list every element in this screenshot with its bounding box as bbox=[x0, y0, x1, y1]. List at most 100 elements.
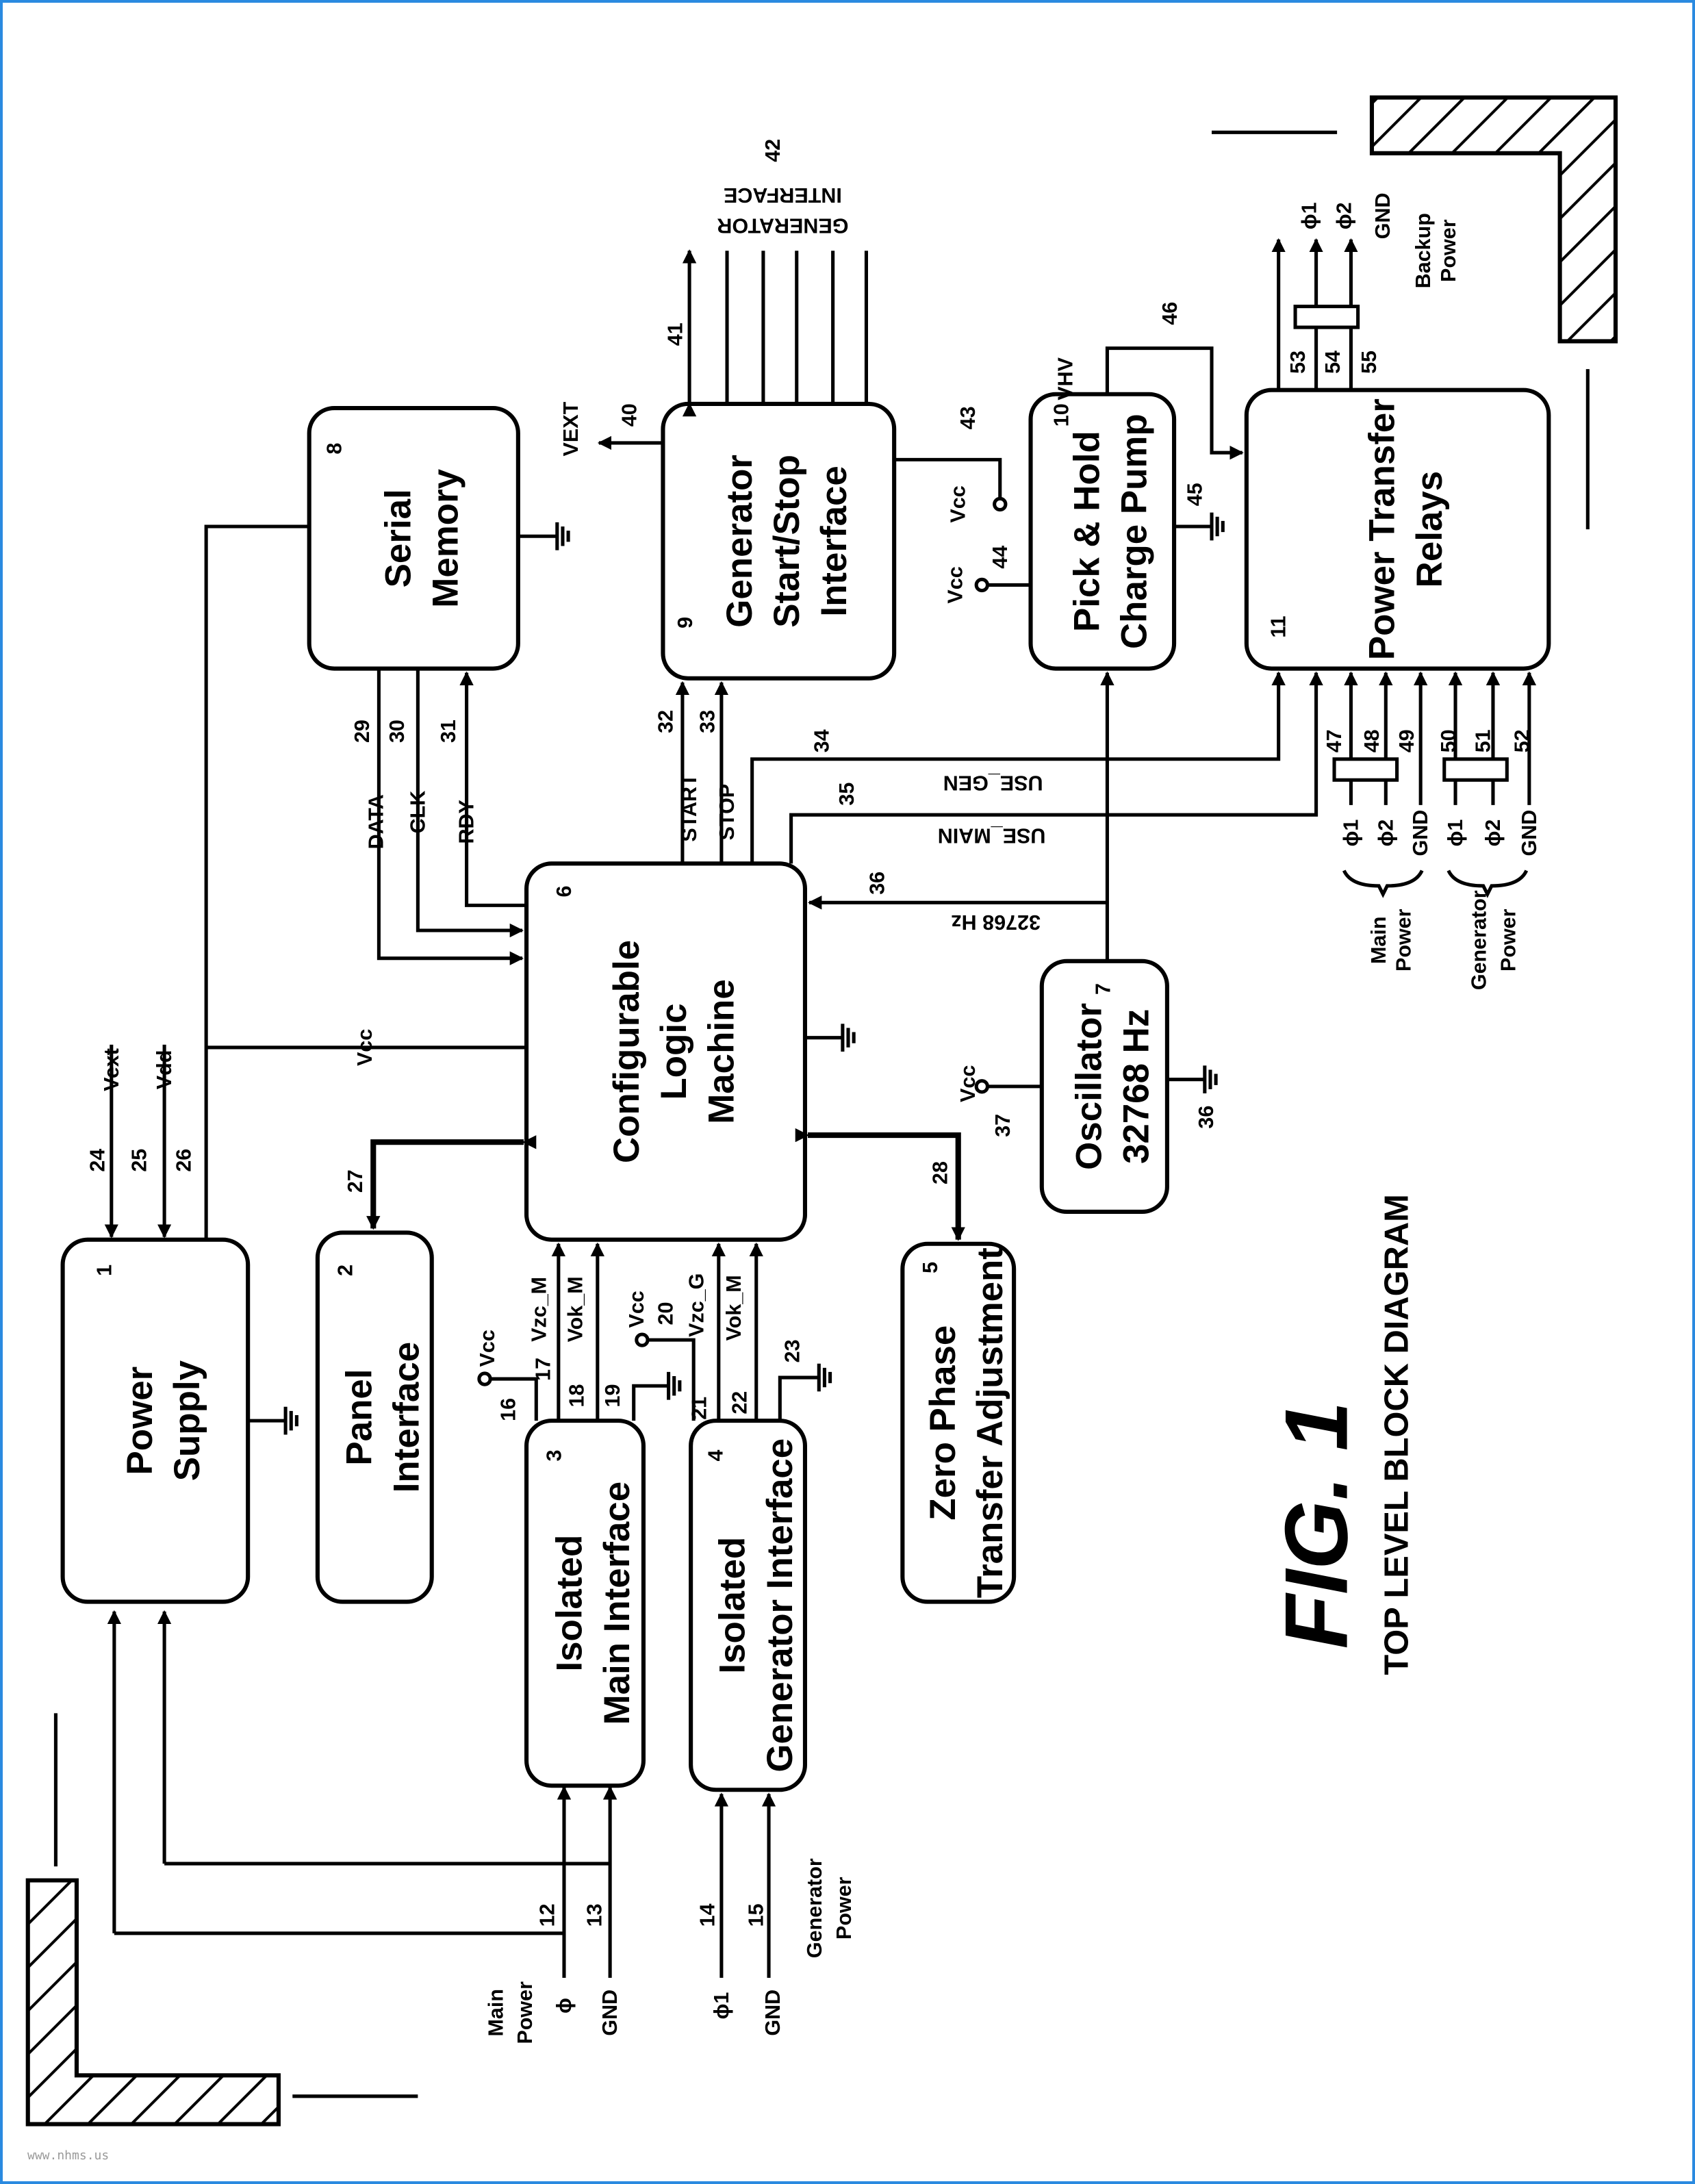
power-supply-label: Power bbox=[120, 1367, 160, 1475]
serial-memory-supply bbox=[204, 524, 309, 1240]
r36a-label: 36 bbox=[866, 872, 889, 895]
terminal-icon bbox=[993, 496, 1008, 512]
rdy-label: RDY bbox=[455, 800, 479, 843]
ground-icon bbox=[817, 1363, 832, 1392]
relay-gen-gnd-label: GND bbox=[1518, 810, 1541, 856]
backup-label-1-label: Power bbox=[1437, 219, 1460, 282]
r48-label: 48 bbox=[1360, 729, 1384, 752]
isolated-main-interface-block bbox=[524, 1419, 646, 1788]
relay-main-label-0-label: Main bbox=[1367, 917, 1390, 964]
power-supply-label: Supply bbox=[167, 1360, 207, 1481]
configurable-logic-machine-block bbox=[524, 861, 808, 1242]
isolated-main-interface-label: Main Interface bbox=[597, 1482, 637, 1725]
configurable-logic-machine-label: Logic bbox=[654, 1004, 694, 1100]
gen-interface-0-label: GENERATOR bbox=[717, 214, 848, 238]
panel-interface-label: Panel bbox=[339, 1369, 379, 1466]
r24-label: 24 bbox=[86, 1149, 109, 1172]
watermark: www.nhms.us bbox=[27, 2148, 110, 2163]
stop-label: STOP bbox=[715, 784, 739, 841]
r41-label: 41 bbox=[664, 322, 687, 346]
r17-label: 17 bbox=[531, 1358, 555, 1381]
ground-icon bbox=[555, 522, 570, 550]
r19-label: 19 bbox=[601, 1384, 624, 1408]
r32-label: 32 bbox=[654, 710, 678, 733]
generator-start-stop-interface-block bbox=[661, 401, 897, 681]
r34-label: 34 bbox=[810, 729, 833, 752]
r53-label: 53 bbox=[1286, 351, 1310, 374]
generator-power-0-label: Generator bbox=[803, 1858, 826, 1958]
isolated-main-interface-ref-number: 3 bbox=[543, 1450, 566, 1462]
pick-hold-charge-pump-ref-number: 10 bbox=[1049, 403, 1073, 427]
start-label: START bbox=[678, 774, 701, 842]
isolated-main-interface-label: Isolated bbox=[550, 1535, 590, 1672]
data-label: DATA bbox=[364, 794, 387, 849]
wall-hatch-top-right bbox=[1369, 95, 1618, 344]
use-main-line bbox=[789, 671, 1323, 864]
relay-main-phi2-label: ϕ2 bbox=[1374, 820, 1397, 847]
r52-label: 52 bbox=[1511, 729, 1534, 752]
vok-m-label: Vok_M bbox=[563, 1276, 587, 1342]
ground-icon bbox=[1203, 1065, 1218, 1094]
pick-hold-charge-pump-label: Pick & Hold bbox=[1067, 431, 1107, 632]
r54-label: 54 bbox=[1321, 351, 1344, 374]
relay-gen-phi2-label: ϕ2 bbox=[1481, 820, 1505, 847]
r21-label: 21 bbox=[687, 1397, 711, 1420]
generator-power-1-label: Power bbox=[832, 1877, 856, 1940]
r31-label: 31 bbox=[437, 720, 460, 743]
vhv-label: VHV bbox=[1054, 357, 1077, 400]
r12-label: 12 bbox=[536, 1903, 559, 1927]
r45-label: 45 bbox=[1184, 483, 1207, 506]
main-power-brace bbox=[1342, 869, 1424, 898]
serial-memory-label: Memory bbox=[426, 468, 466, 607]
ground-icon bbox=[841, 1024, 856, 1052]
power-supply-ref-number: 1 bbox=[93, 1265, 116, 1276]
data-line bbox=[377, 668, 524, 965]
r29-label: 29 bbox=[351, 720, 374, 743]
main-phi-label: ϕ bbox=[552, 1998, 576, 2014]
gnd-19-wire bbox=[632, 1384, 669, 1421]
vcc-16-wire bbox=[490, 1377, 538, 1421]
r36b-label: 36 bbox=[1195, 1106, 1218, 1129]
terminal-icon bbox=[974, 1079, 990, 1094]
panel-bus bbox=[366, 1135, 537, 1230]
vcc-bus-label: Vcc bbox=[353, 1029, 377, 1066]
dashed-boundary bbox=[1212, 130, 1590, 530]
r51-label: 51 bbox=[1472, 729, 1495, 752]
terminal-icon bbox=[974, 577, 990, 593]
main-gnd-label: GND bbox=[598, 1990, 622, 2036]
pick-hold-charge-pump-label: Charge Pump bbox=[1114, 414, 1155, 649]
r14-label: 14 bbox=[696, 1903, 719, 1927]
vok-m2-label: Vok_M bbox=[722, 1275, 745, 1341]
relay-main-gnd-label: GND bbox=[1409, 810, 1432, 856]
vcc-37-label: Vcc bbox=[956, 1065, 980, 1102]
panel-interface-ref-number: 2 bbox=[334, 1265, 357, 1276]
gnd-23-wire bbox=[778, 1375, 819, 1421]
use-gen-label: USE_GEN bbox=[943, 771, 1043, 794]
backup-phi1-label: ϕ1 bbox=[1297, 202, 1321, 229]
figure-title: FIG. 1 bbox=[1266, 1401, 1366, 1649]
power-transfer-relays-label: Power Transfer bbox=[1362, 398, 1403, 660]
serial-memory-block bbox=[307, 406, 520, 671]
oscillator-ref-number: 7 bbox=[1091, 983, 1114, 995]
r23-label: 23 bbox=[781, 1339, 804, 1362]
r43-label: 43 bbox=[956, 406, 980, 429]
r42-label: 42 bbox=[761, 139, 785, 162]
r26-label: 26 bbox=[173, 1149, 196, 1172]
r25-label: 25 bbox=[127, 1149, 151, 1172]
oscillator-label: 32768 Hz bbox=[1117, 1009, 1157, 1164]
relay-main-phi1-label: ϕ1 bbox=[1339, 820, 1362, 847]
pick-hold-charge-pump-block bbox=[1028, 392, 1177, 671]
relay-gen-label-1-label: Power bbox=[1496, 909, 1520, 972]
r13-label: 13 bbox=[583, 1903, 607, 1927]
panel-interface-label: Interface bbox=[387, 1342, 427, 1493]
serial-memory-ref-number: 8 bbox=[322, 443, 346, 455]
vext-label: Vext bbox=[100, 1048, 123, 1091]
serial-memory-label: Serial bbox=[378, 489, 418, 587]
power-transfer-relays-block bbox=[1244, 388, 1551, 671]
dashed-boundary bbox=[53, 1713, 418, 2098]
r20-label: 20 bbox=[654, 1302, 678, 1325]
isolated-generator-interface-ref-number: 4 bbox=[704, 1449, 728, 1461]
configurable-logic-machine-label: Machine bbox=[701, 979, 741, 1124]
r37-label: 37 bbox=[991, 1114, 1015, 1137]
r22-label: 22 bbox=[728, 1391, 751, 1414]
